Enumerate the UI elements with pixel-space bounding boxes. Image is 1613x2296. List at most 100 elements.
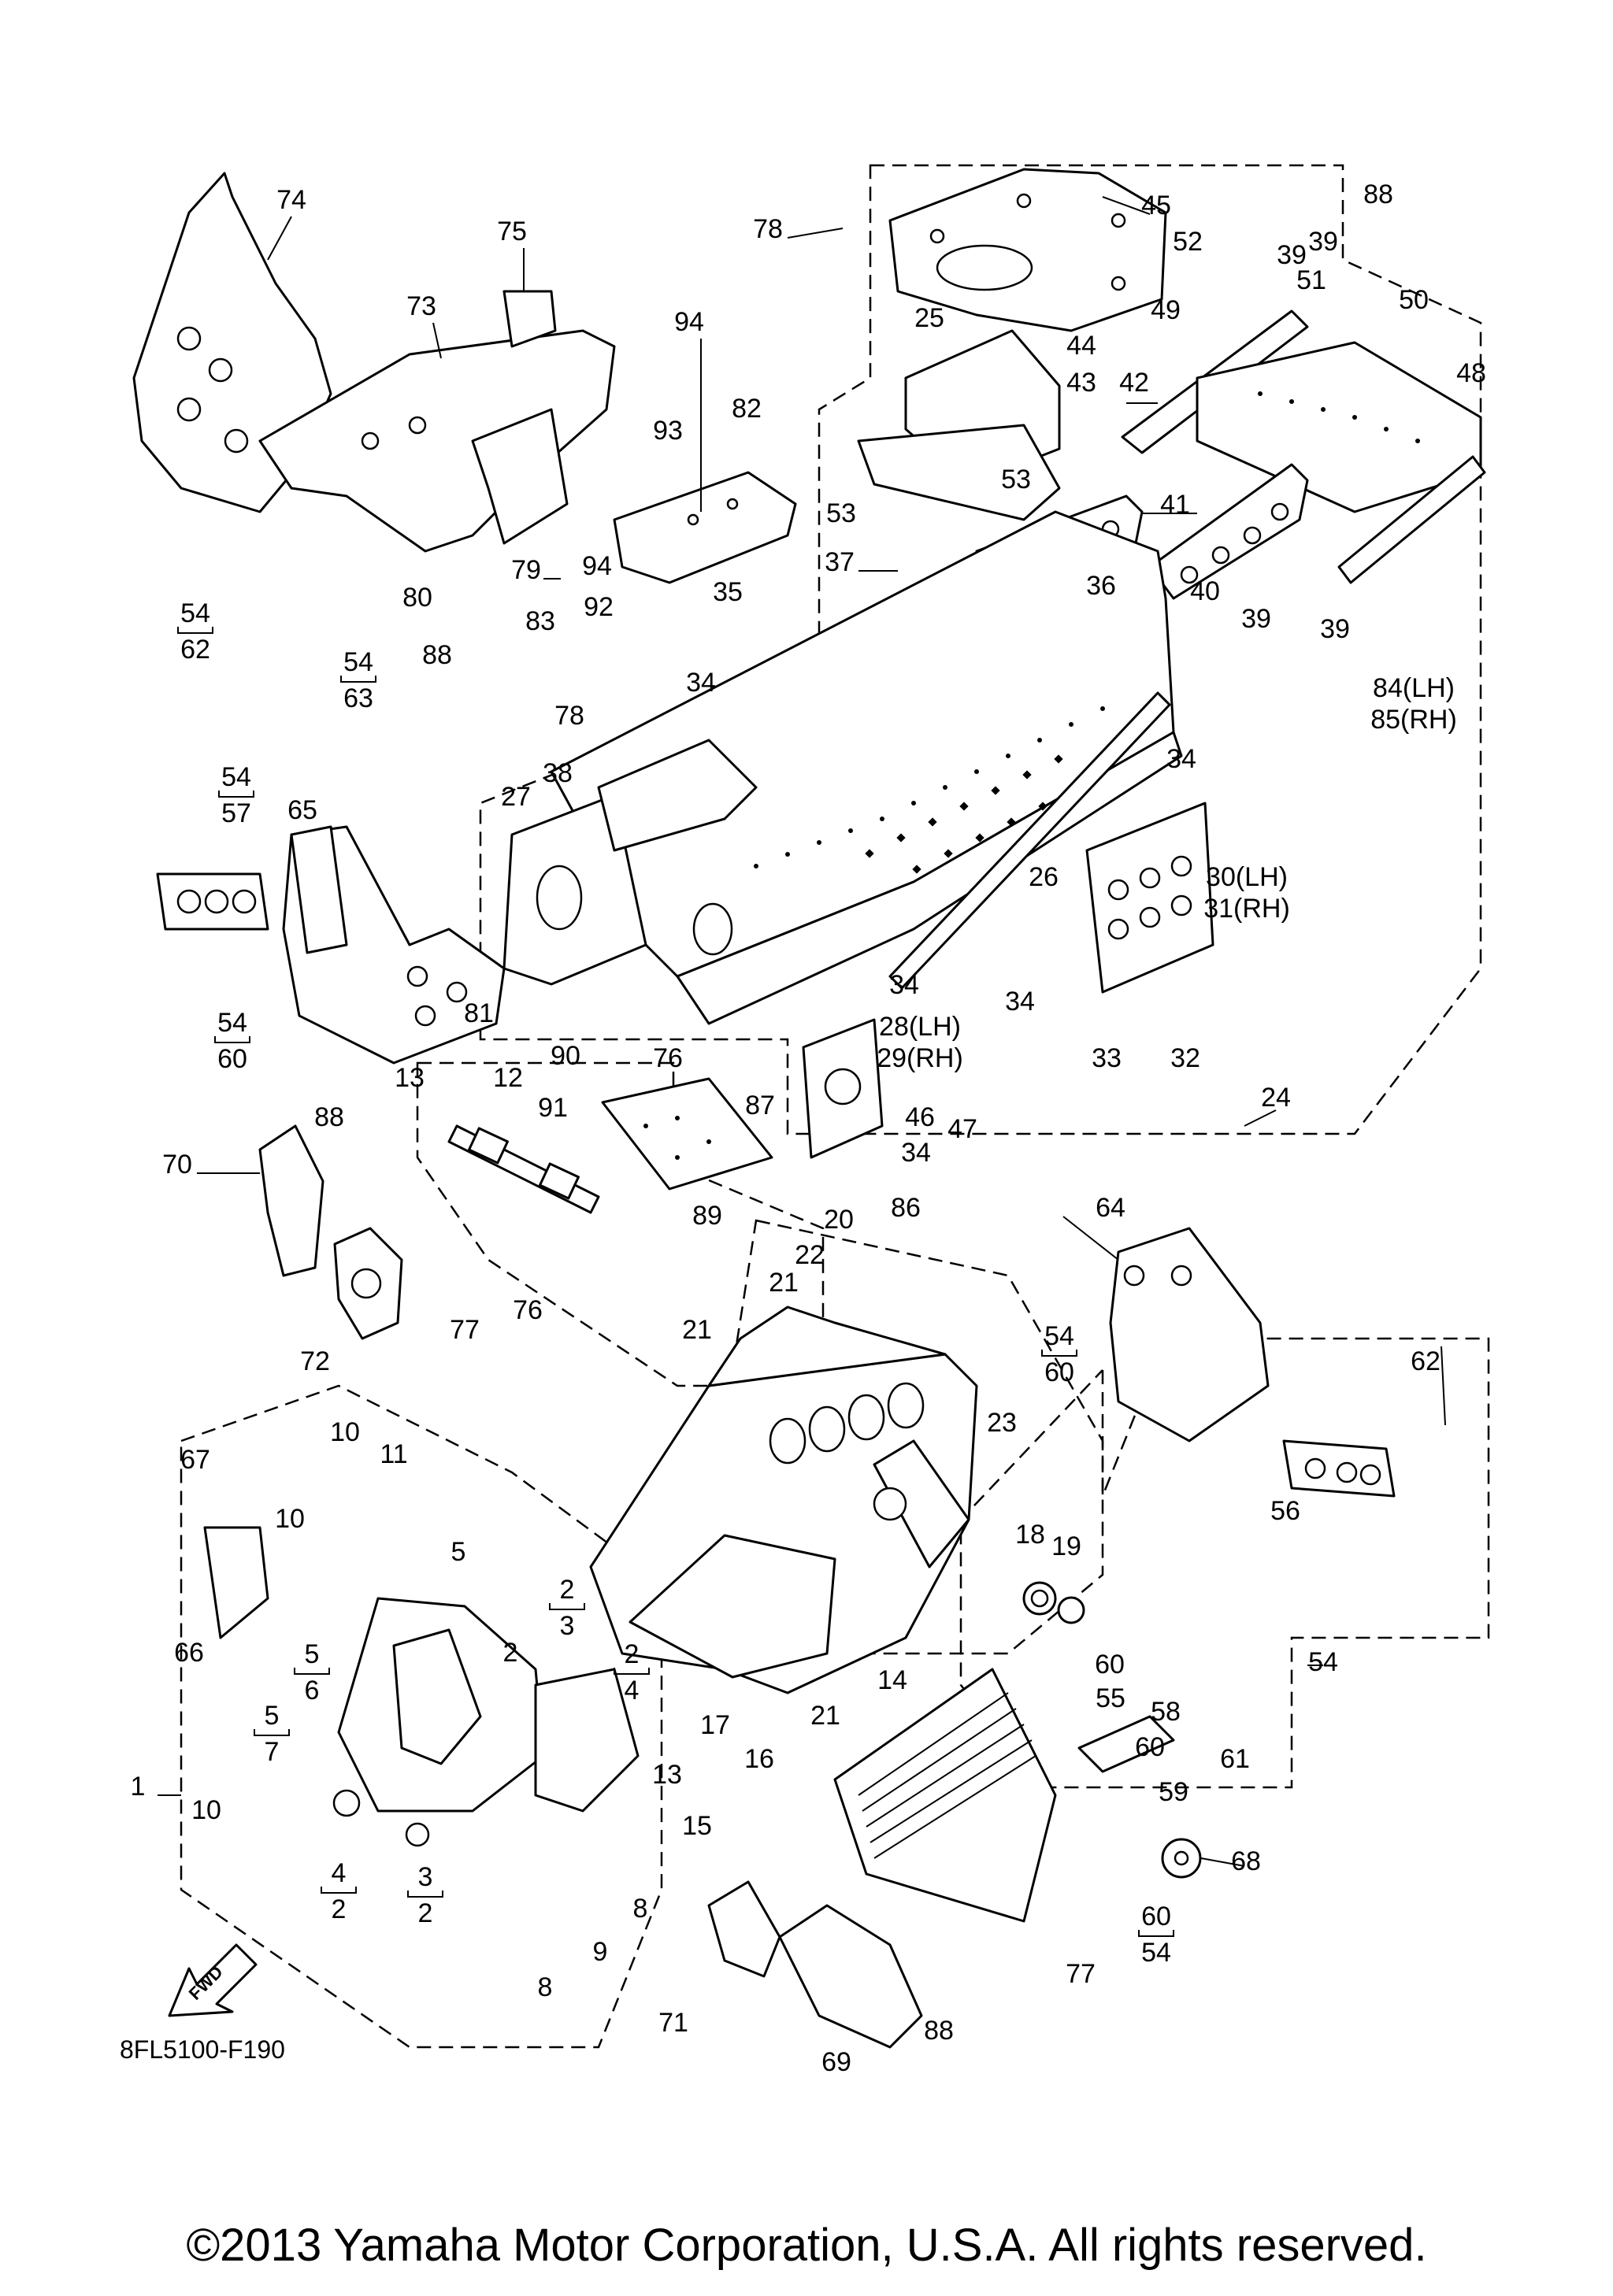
callout-c73: 73: [406, 291, 436, 321]
rear-upper-bracket-25: [888, 168, 1167, 332]
leader-lines: [158, 196, 1446, 1867]
plate-89: [601, 1077, 773, 1191]
callout-c94b: 94: [582, 551, 612, 581]
callout-c55: 55: [1096, 1683, 1125, 1713]
callout-c62a: 62: [1411, 1346, 1441, 1376]
stack-s5-6: 56: [294, 1639, 330, 1705]
bearing-18-19: [1022, 1581, 1085, 1624]
callout-c1: 1: [131, 1772, 146, 1802]
callout-c77a: 77: [450, 1315, 480, 1345]
callout-c88a: 88: [422, 640, 452, 670]
ecu-box-42: [857, 329, 1061, 521]
front-suspension-1: [332, 1597, 640, 1847]
stack-top: 54: [217, 1008, 247, 1038]
callout-c88b: 88: [1363, 180, 1393, 209]
callout-c88c: 88: [314, 1102, 344, 1132]
callout-c33: 33: [1092, 1043, 1122, 1073]
stack-bottom: 7: [265, 1737, 280, 1767]
callout-c10c: 10: [191, 1795, 221, 1825]
callout-c39b: 39: [1308, 227, 1338, 257]
stack-bottom: 60: [1044, 1357, 1074, 1387]
callout-c34c: 34: [889, 970, 919, 1000]
callout-c10a: 10: [330, 1417, 360, 1447]
stack-s5-7: 57: [254, 1701, 290, 1767]
shroud-58: [1077, 1715, 1175, 1773]
stack-bottom: 2: [332, 1894, 347, 1924]
callout-c34b: 34: [1166, 744, 1196, 774]
callout-c16: 16: [744, 1744, 774, 1774]
callout-c54e: 54: [1308, 1647, 1338, 1677]
callout-c83: 83: [525, 606, 555, 636]
stack-bottom: 3: [560, 1611, 575, 1641]
front-frame-73-74: [132, 172, 616, 553]
callout-c46: 46: [905, 1102, 935, 1132]
copyright-footer: ©2013 Yamaha Motor Corporation, U.S.A. A…: [186, 2220, 1427, 2271]
stack-bottom: 60: [217, 1044, 247, 1074]
stack-bracket: [294, 1668, 330, 1675]
callout-c19: 19: [1051, 1531, 1081, 1561]
stack-bottom: 2: [418, 1898, 433, 1928]
stack-bottom: 54: [1141, 1938, 1171, 1968]
callout-c23: 23: [987, 1408, 1017, 1438]
callout-c76b: 76: [513, 1295, 543, 1325]
stack-top: 2: [560, 1575, 575, 1605]
callout-c48: 48: [1456, 358, 1486, 388]
callout-c31: 31(RH): [1203, 894, 1290, 924]
callout-c70: 70: [162, 1150, 192, 1179]
callout-c87: 87: [745, 1091, 775, 1120]
callout-c22: 22: [795, 1240, 825, 1270]
callout-c37: 37: [825, 547, 855, 577]
forward-arrow-icon: FWD: [168, 1943, 258, 2017]
callout-c35: 35: [713, 577, 743, 607]
callout-c90: 90: [551, 1041, 580, 1071]
callout-c10b: 10: [275, 1504, 305, 1534]
callout-c47: 47: [947, 1114, 977, 1144]
callout-c50: 50: [1399, 285, 1429, 315]
callout-c58: 58: [1151, 1697, 1181, 1727]
callout-c78a: 78: [554, 701, 584, 731]
diagram-code: 8FL5100-F190: [120, 2035, 285, 2064]
radiator-14: [833, 1668, 1057, 1923]
callout-c61: 61: [1220, 1744, 1250, 1774]
stack-s2-4a: 24: [614, 1639, 650, 1705]
callout-c30: 30(LH): [1206, 862, 1288, 892]
stack-bracket: [177, 627, 213, 634]
guard-70-72: [258, 1124, 403, 1340]
callout-c21a: 21: [769, 1268, 799, 1298]
stack-top: 54: [180, 598, 210, 628]
callout-c75: 75: [497, 217, 527, 246]
stack-bracket: [407, 1890, 443, 1898]
cover-93: [613, 471, 797, 584]
stack-top: 5: [265, 1701, 280, 1731]
callout-c39c: 39: [1241, 604, 1271, 634]
callout-c92: 92: [584, 592, 614, 622]
stack-bracket: [254, 1729, 290, 1736]
rail-48: [1337, 455, 1486, 584]
stack-bracket: [1138, 1930, 1174, 1937]
callout-c34e: 34: [901, 1138, 931, 1168]
stack-top: 60: [1141, 1902, 1171, 1931]
callout-c39a: 39: [1277, 240, 1307, 270]
callout-c2a: 2: [503, 1638, 518, 1668]
stack-bottom: 6: [305, 1676, 320, 1705]
stack-bracket: [340, 676, 376, 683]
callout-c65: 65: [287, 795, 317, 825]
stack-bracket: [549, 1603, 585, 1610]
callout-c67: 67: [180, 1445, 210, 1475]
callout-c89: 89: [692, 1201, 722, 1231]
center-chassis: [589, 1305, 978, 1694]
callout-c43: 43: [1066, 368, 1096, 398]
callout-c21b: 21: [682, 1315, 712, 1345]
shaft-12: [447, 1124, 600, 1214]
callout-c79: 79: [511, 555, 541, 585]
callout-c84: 84(LH): [1373, 673, 1455, 703]
stack-bracket: [614, 1668, 650, 1675]
callout-c28: 28(LH): [879, 1012, 961, 1042]
callout-c60c: 60: [1135, 1732, 1165, 1762]
covers-69-71: [707, 1880, 923, 2049]
callout-c27: 27: [501, 782, 531, 812]
